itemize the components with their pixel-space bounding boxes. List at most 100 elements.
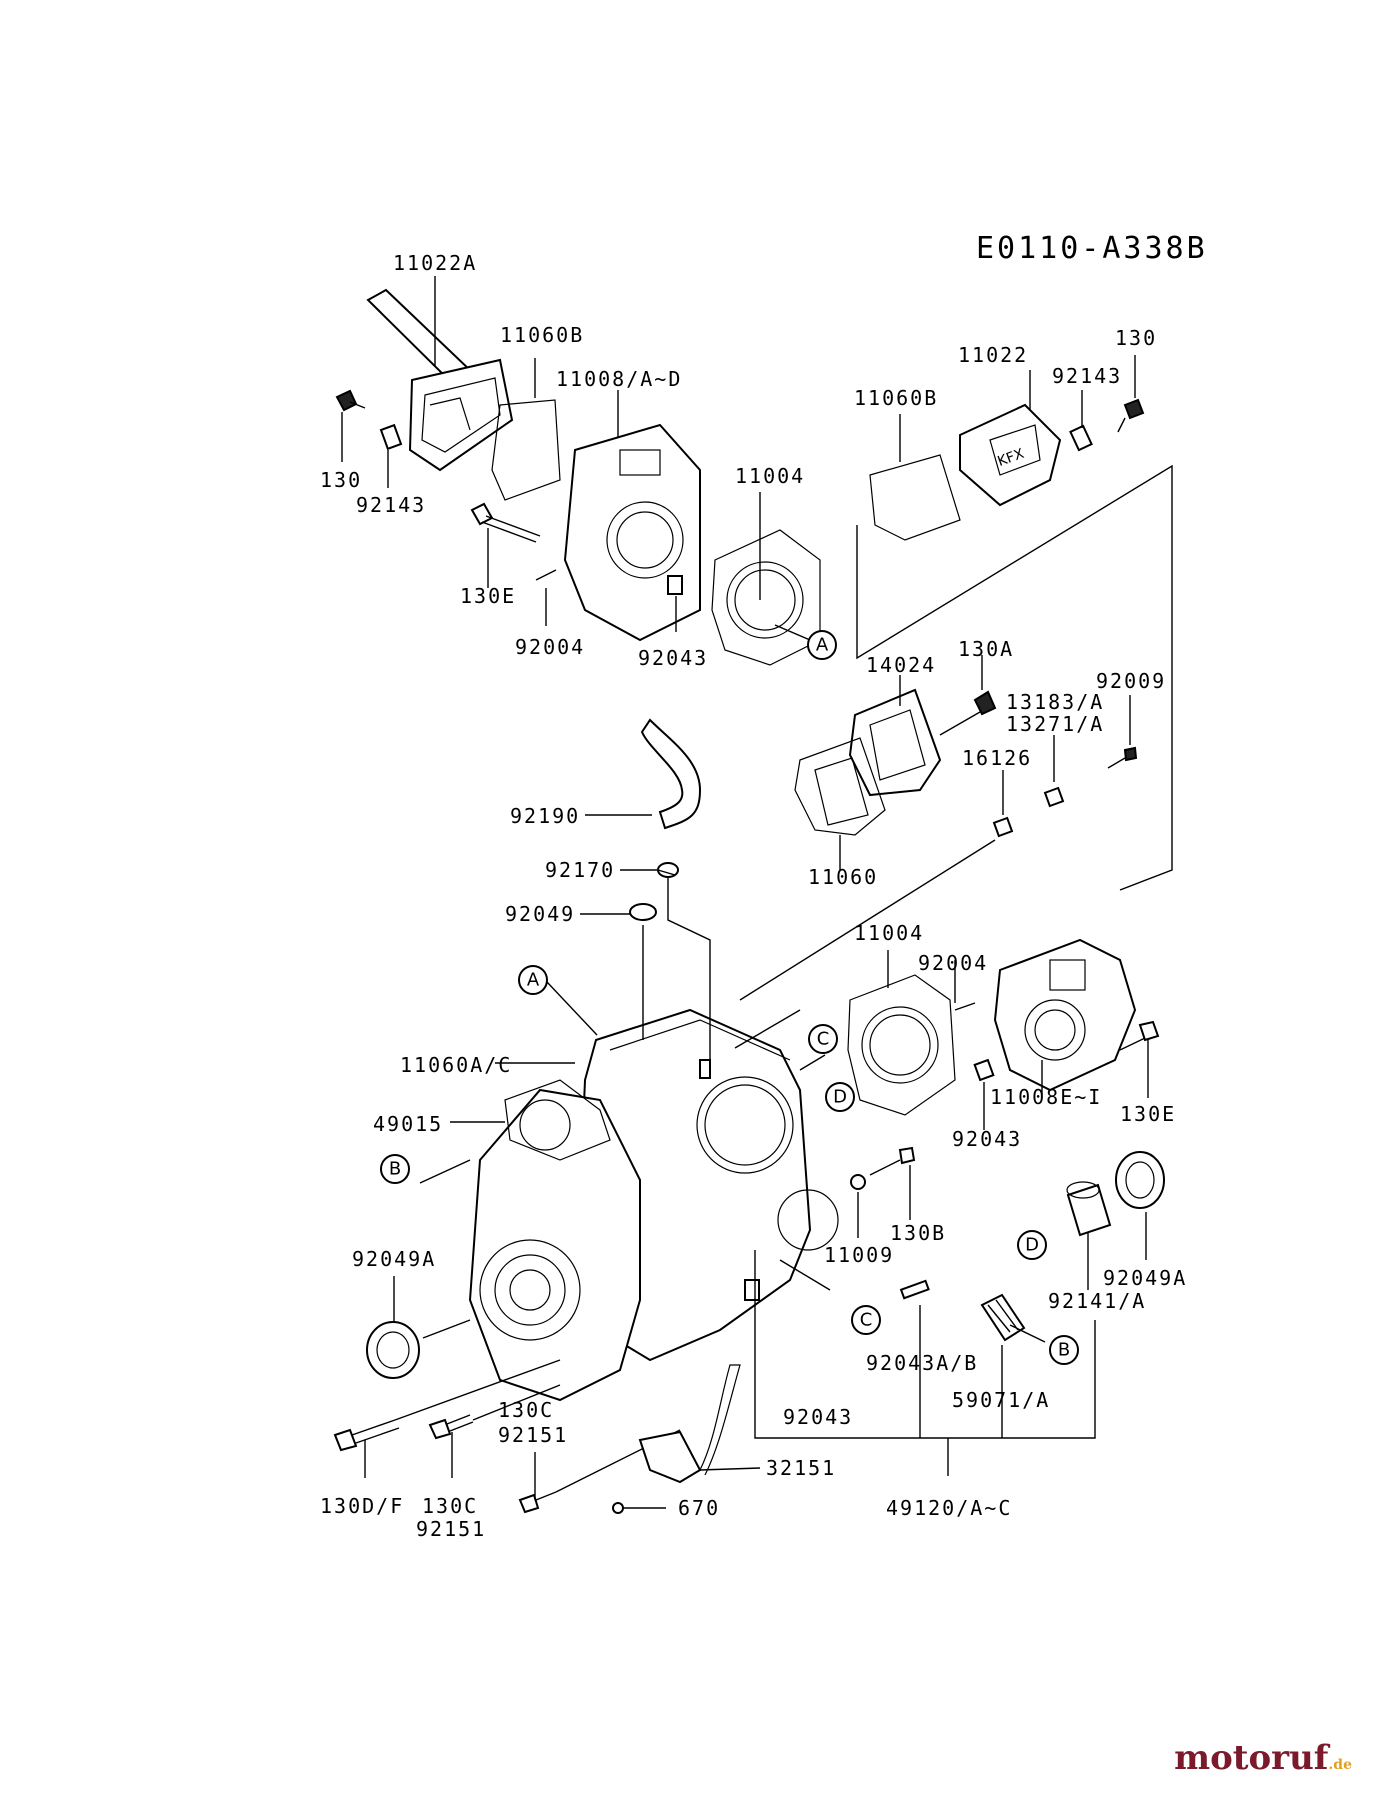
head-gasket-mid [847,974,956,1116]
clip-92170 [657,862,679,878]
label-92151-a: 92151 [498,1423,568,1447]
stud-92004-left [535,569,557,581]
ref-circle-c-bottom: C [851,1305,881,1335]
label-670: 670 [678,1496,720,1520]
label-130DF: 130D/F [320,1494,404,1518]
gasket-11060 [794,737,886,836]
label-92004-left: 92004 [515,635,585,659]
ref-circle-d-mid: D [825,1082,855,1112]
hose-92190 [640,718,702,830]
head-cover-right: KFX [959,403,1062,507]
screw-92009 [1107,746,1138,769]
label-92004-mid: 92004 [918,951,988,975]
washer-11009 [850,1174,866,1190]
label-11004-top: 11004 [735,464,805,488]
svg-text:A: A [527,970,540,991]
bearing-92141 [1066,1181,1112,1237]
head-gasket-top [711,529,821,666]
label-13183A: 13183/A [1006,690,1104,714]
label-11004-mid: 11004 [854,921,924,945]
plug-13183 [1043,786,1065,808]
label-11060B-left: 11060B [500,323,584,347]
svg-text:C: C [817,1029,830,1050]
label-92043-top: 92043 [638,646,708,670]
plate-14024 [848,688,942,797]
svg-text:A: A [816,635,829,656]
diagram-code: E0110-A338B [976,231,1208,266]
label-11060AC: 11060A/C [400,1053,512,1077]
label-130-left: 130 [320,468,362,492]
label-49120AC: 49120/A~C [886,1496,1012,1520]
oring-670 [612,1502,624,1514]
bolt-130a [939,690,997,736]
label-11022: 11022 [958,343,1028,367]
label-11060: 11060 [808,865,878,889]
label-92170: 92170 [545,858,615,882]
dowel-92143-left [379,423,403,451]
seal-92049a-right [1115,1151,1165,1209]
ref-circle-a-mid: A [518,965,548,995]
label-92049A-right: 92049A [1103,1266,1187,1290]
ref-circle-b-right: B [1049,1335,1079,1365]
svg-text:D: D [1025,1235,1039,1256]
bolt-130b [869,1146,916,1176]
label-13271A: 13271/A [1006,712,1104,736]
label-130B: 130B [890,1221,946,1245]
dowel-92043-mid [973,1058,995,1082]
label-14024: 14024 [866,653,936,677]
ref-circle-a-top: A [807,630,837,660]
cylinder-head-right [993,938,1137,1092]
bolt-130df [333,1419,400,1452]
crankcase-cover [468,1088,641,1402]
bolt-130-left [335,389,366,412]
filter-59071 [980,1293,1026,1342]
label-92143-right: 92143 [1052,364,1122,388]
bolt-130-right [1117,398,1145,433]
label-92141A: 92141/A [1048,1289,1146,1313]
label-130-right: 130 [1115,326,1157,350]
dowel-92043-base [744,1279,760,1301]
bolt-130e-right [1119,1020,1160,1051]
label-92049A-left: 92049A [352,1247,436,1271]
svg-text:D: D [833,1087,847,1108]
label-130E-left: 130E [460,584,516,608]
cylinder-head-left [563,423,701,642]
bolt-130c-b [428,1414,474,1440]
label-32151: 32151 [766,1456,836,1480]
head-cover-left [366,288,514,472]
dowel-92043-top [667,575,683,595]
label-92043AB: 92043A/B [866,1351,978,1375]
ref-circle-b-left: B [380,1154,410,1184]
label-11060B-right: 11060B [854,386,938,410]
label-11008AD: 11008/A~D [556,367,682,391]
watermark-logo: motoruf.de [1174,1738,1352,1778]
svg-text:C: C [860,1310,873,1331]
label-92049: 92049 [505,902,575,926]
label-11008EI: 11008E~I [990,1085,1102,1109]
pin-92043ab [899,1279,930,1300]
seal-92049a-left [366,1321,420,1379]
label-92043-mid: 92043 [952,1127,1022,1151]
label-130A: 130A [958,637,1014,661]
stud-92004-mid [954,1002,976,1011]
label-130C-b: 130C [422,1494,478,1518]
dowel-92143-right [1069,424,1093,452]
gasket-11060b-left [491,399,561,501]
label-49015: 49015 [373,1112,443,1136]
pipe-32151 [638,1364,741,1484]
bolt-130e-left [470,502,541,543]
gasket-11060b-right [869,454,961,541]
label-92009: 92009 [1096,669,1166,693]
cap-92049 [629,903,657,921]
label-130C-a: 130C [498,1398,554,1422]
label-11009: 11009 [824,1243,894,1267]
label-92143-left: 92143 [356,493,426,517]
label-11022A: 11022A [393,251,477,275]
label-59071A: 59071/A [952,1388,1050,1412]
label-16126: 16126 [962,746,1032,770]
label-92151-b: 92151 [416,1517,486,1541]
label-92190: 92190 [510,804,580,828]
svg-text:B: B [1058,1340,1070,1361]
label-92043-bottom: 92043 [783,1405,853,1429]
